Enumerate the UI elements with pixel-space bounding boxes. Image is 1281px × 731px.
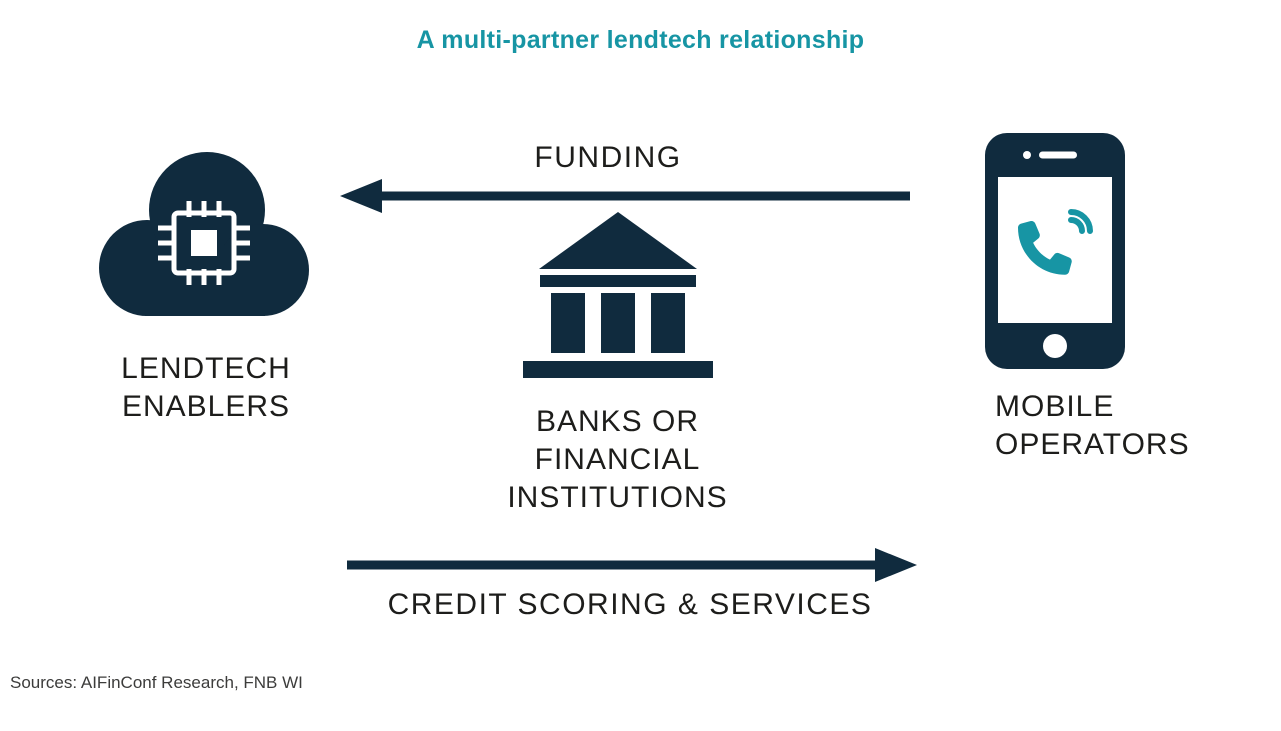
bank-base xyxy=(523,361,713,378)
cloud-with-chip-icon xyxy=(99,152,309,316)
signal-waves-icon xyxy=(1068,209,1093,234)
phone-handset-icon xyxy=(1018,220,1072,275)
source-note: Sources: AIFinConf Research, FNB WI xyxy=(10,673,303,692)
credit-scoring-arrow xyxy=(347,548,917,582)
funding-arrowhead xyxy=(340,179,382,213)
smartphone-with-call-icon xyxy=(985,133,1125,369)
bank-beam xyxy=(540,275,696,287)
lendtech-enablers-label: LENDTECH ENABLERS xyxy=(121,352,291,423)
mobile-operators-label: MOBILE OPERATORS xyxy=(995,390,1190,461)
phone-screen xyxy=(998,177,1112,323)
credit-scoring-arrow-label: CREDIT SCORING & SERVICES xyxy=(387,588,873,621)
phone-speaker-slot xyxy=(1039,151,1077,159)
funding-arrow xyxy=(340,179,910,213)
funding-arrow-label: FUNDING xyxy=(534,141,682,174)
bank-building-icon xyxy=(523,212,713,378)
phone-camera-dot xyxy=(1023,151,1031,159)
bank-columns xyxy=(551,293,685,353)
credit-scoring-arrowhead xyxy=(875,548,917,582)
chip-icon xyxy=(158,201,250,285)
bank-roof xyxy=(539,212,697,269)
diagram-title: A multi-partner lendtech relationship xyxy=(416,26,865,54)
banks-financial-institutions-label: BANKS OR FINANCIAL INSTITUTIONS xyxy=(507,405,728,514)
phone-home-button xyxy=(1043,334,1067,358)
